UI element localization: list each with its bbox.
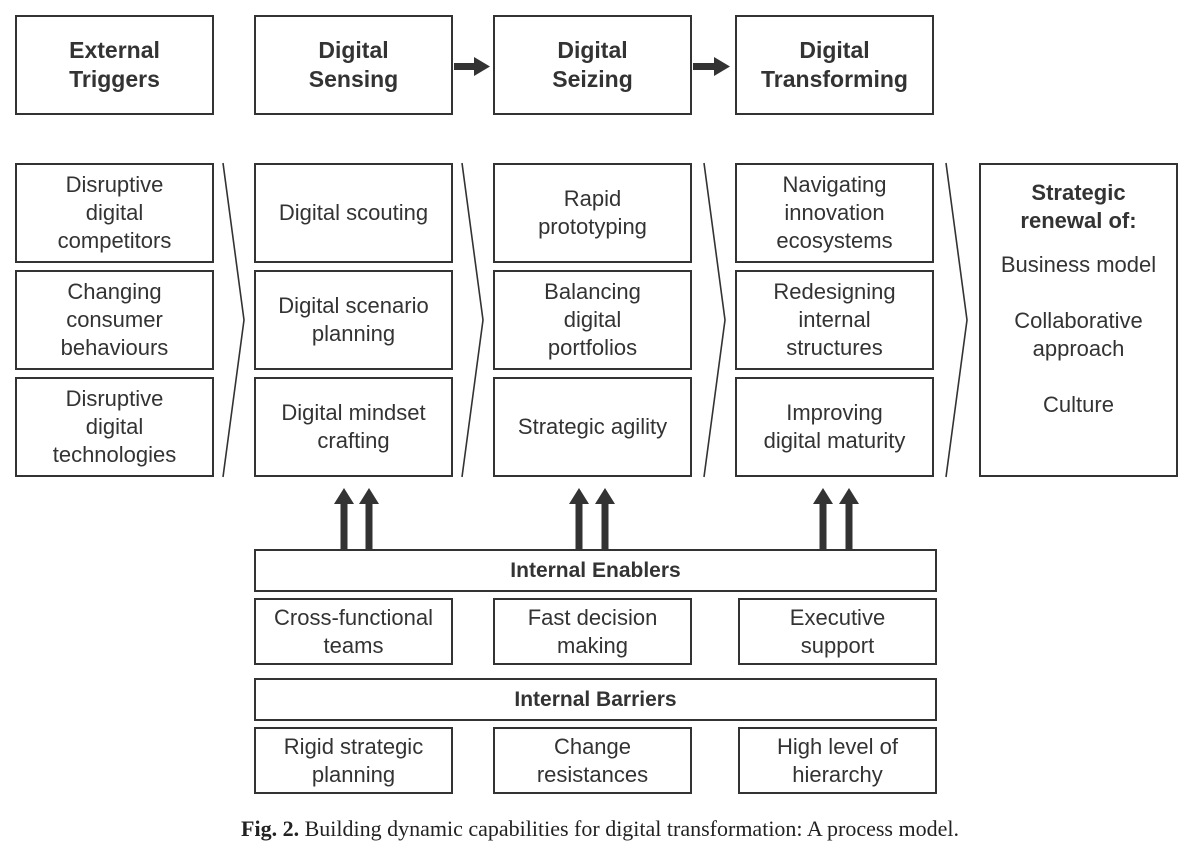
sensing-box: Digital scouting — [254, 163, 453, 263]
up-arrow-shaft — [819, 500, 827, 549]
chevron-arrow-icon — [703, 162, 726, 478]
seizing-box: Strategic agility — [493, 377, 692, 477]
right-arrow-icon — [714, 57, 730, 76]
figure-label: Fig. 2. — [241, 816, 300, 841]
chevron-arrow-icon — [461, 162, 484, 478]
renewal-item: Culture — [1043, 392, 1114, 417]
up-arrow-icon — [334, 488, 354, 504]
internal-barriers-bar: Internal Barriers — [254, 678, 937, 721]
up-arrow-shaft — [575, 500, 583, 549]
chevron-arrow-icon — [222, 162, 245, 478]
internal-barriers-title: Internal Barriers — [514, 687, 677, 711]
chevron-arrow-icon — [945, 162, 968, 478]
sensing-label: Digital scouting — [278, 200, 429, 225]
right-arrow-shaft — [693, 63, 716, 70]
up-arrow-shaft — [365, 500, 373, 549]
figure-caption: Fig. 2. Building dynamic capabilities fo… — [0, 816, 1200, 842]
up-arrow-shaft — [601, 500, 609, 549]
internal-enablers-title: Internal Enablers — [510, 558, 681, 582]
up-arrow-icon — [839, 488, 859, 504]
figure-caption-text: Building dynamic capabilities for digita… — [304, 816, 959, 841]
seizing-label: Strategic agility — [517, 414, 668, 439]
up-arrow-shaft — [340, 500, 348, 549]
right-arrow-icon — [474, 57, 490, 76]
internal-enablers-bar: Internal Enablers — [254, 549, 937, 592]
right-arrow-shaft — [454, 63, 476, 70]
renewal-item: Business model — [1000, 252, 1157, 277]
up-arrow-shaft — [845, 500, 853, 549]
up-arrow-icon — [569, 488, 589, 504]
up-arrow-icon — [595, 488, 615, 504]
up-arrow-icon — [359, 488, 379, 504]
up-arrow-icon — [813, 488, 833, 504]
